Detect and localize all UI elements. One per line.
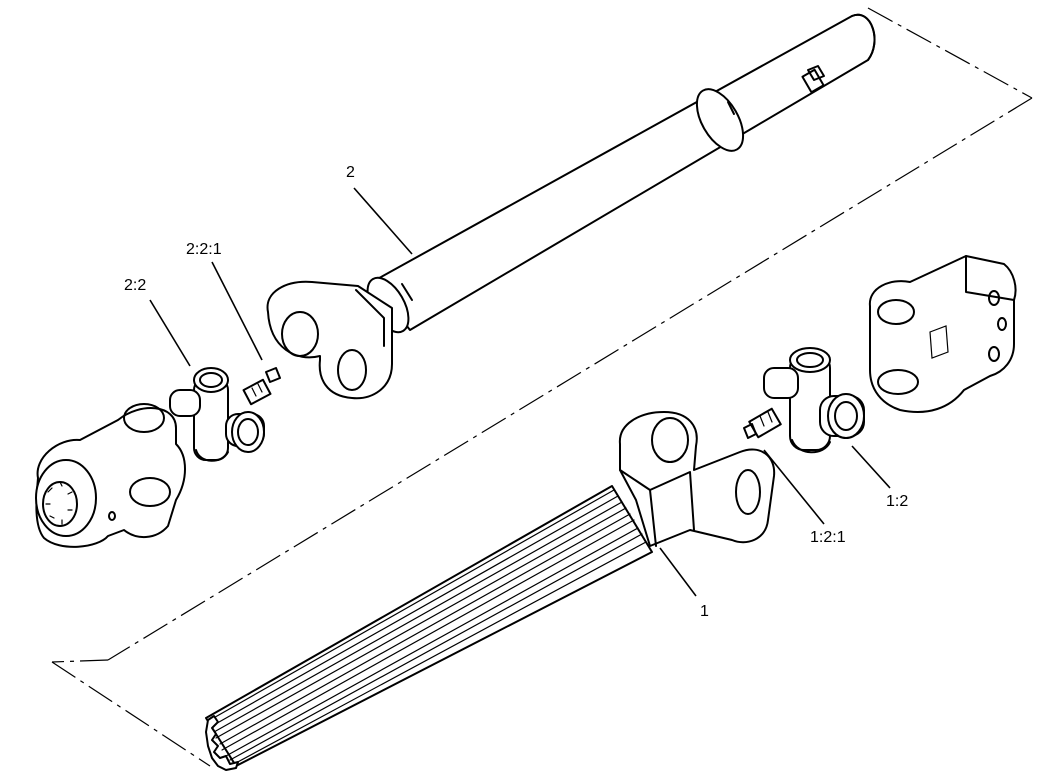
splined-shaft-icon (205, 485, 653, 771)
callout-part-1-2: 1:2 (886, 493, 908, 510)
reference-envelope (51, 7, 1033, 767)
callout-part-1-2-1: 1:2:1 (810, 529, 846, 546)
outer-tube-yoke (266, 280, 393, 400)
leader-part-1 (659, 547, 697, 597)
leader-part-1-2-1 (763, 449, 825, 525)
leader-part-1-2 (851, 445, 891, 489)
callout-part-1: 1 (700, 603, 709, 620)
left-coupling-yoke (35, 403, 186, 548)
right-coupling-yoke (868, 255, 1017, 413)
grease-fitting-icon (242, 367, 281, 406)
callout-labels: 2 2:2:1 2:2 1:2 1:2:1 1 (124, 164, 908, 620)
leader-lines (149, 187, 891, 597)
universal-joint-cross-icon (169, 367, 265, 462)
outer-tube-shaft (366, 13, 876, 334)
inner-shaft-yoke (618, 411, 776, 547)
leader-part-2-2-1 (211, 261, 263, 361)
callout-part-2-2: 2:2 (124, 277, 146, 294)
leader-part-2 (353, 187, 413, 255)
grease-fitting-icon (801, 65, 825, 94)
universal-joint-cross-icon (763, 347, 865, 454)
callout-part-2: 2 (346, 164, 355, 181)
leader-part-2-2 (149, 299, 191, 367)
grease-fitting-icon (743, 407, 782, 439)
callout-part-2-2-1: 2:2:1 (186, 241, 222, 258)
